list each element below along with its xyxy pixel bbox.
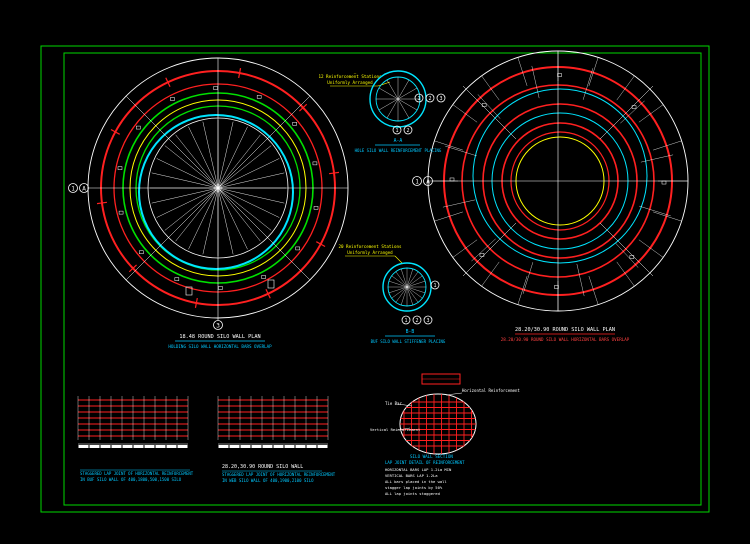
left-plan-dimension-marks [96,67,340,309]
right-plan-axis-a-bubble [423,176,433,186]
svg-text:3: 3 [426,318,429,324]
right-plan-axis-1-bubble [412,176,422,186]
svg-text:ALL bars placed in the wall: ALL bars placed in the wall [385,479,447,484]
left-section-strip [77,396,189,448]
left-plan-axis-a-bubble [79,183,89,193]
left-plan-axis-bottom-label: 3 [216,323,220,330]
right-plan-caption: 28.20/30.90 ROUND SILO WALL PLAN [515,327,615,333]
ellipse-note-title: LAP JOINT DETAIL OF REINFORCEMENT [385,460,465,465]
svg-text:VERTICAL BARS LAP 1.2La: VERTICAL BARS LAP 1.2La [385,473,438,478]
left-plan-axes [88,58,348,320]
right-silo-plan: A 1 28.20/30.90 ROUND SILO WALL PLAN 28.… [412,50,689,342]
outer-frame [40,45,710,513]
right-plan-axis-1-label: 1 [415,179,419,186]
left-plan-axis-1-label: 1 [71,186,75,193]
middle-section-subcaption: IN WEB SILO WALL OF 400,1900,2100 SILO [222,478,314,483]
svg-text:1: 1 [404,318,407,324]
left-silo-plan: A 1 3 18.48 ROUND SILO WALL PLAN HOLDING… [68,57,349,349]
left-section-subcaption: IN BUF SILO WALL OF 400,1800,500,1500 SI… [80,477,182,482]
svg-text:2: 2 [415,318,418,324]
top-detail-caption: HOLE SILO WALL REINFORCEMENT PLACING [355,148,442,153]
svg-text:1: 1 [433,283,436,289]
svg-text:ALL lap joints staggered: ALL lap joints staggered [385,491,440,496]
right-plan-subcaption: 28.20/30.90 ROUND SILO WALL HORIZONTAL B… [501,337,630,342]
inner-frame [63,52,702,506]
ellipse-label-bottom: Vertical Reinforcement [370,427,420,432]
wall-section-ellipse-detail: Horizontal Reinforcement Tie Bar Vertica… [370,373,520,496]
top-detail-note2: Uniformly Arranged [327,80,373,85]
right-plan-dimension-marks [442,65,674,297]
right-plan-axes [432,51,688,311]
svg-text:1: 1 [395,128,398,134]
middle-section-caption: STAGGERED LAP JOINT OF HORIZONTAL REINFO… [222,472,336,477]
svg-text:3: 3 [439,96,442,102]
bottom-detail-note1: 20 Reinforcement Stations [338,244,402,249]
top-detail-label: A-A [394,138,403,144]
bottom-small-detail: 20 Reinforcement Stations Uniformly Arra… [338,244,445,344]
bottom-detail-label: B-B [406,329,415,335]
middle-section-strip [217,396,329,448]
right-plan-cyan-ring-1 [472,88,648,264]
bottom-detail-caption: BUF SILO WALL STIFFENER PLACING [371,339,446,344]
bottom-detail-note2: Uniformly Arranged [347,250,393,255]
left-plan-cyan-ring [138,114,294,270]
top-small-detail: — 12 Reinforcement Stations Uniformly Ar… [318,70,446,153]
svg-text:1: 1 [417,96,420,102]
ellipse-caption: SILO WALL SECTION [410,454,453,459]
left-plan-caption: 18.48 ROUND SILO WALL PLAN [179,334,260,340]
right-plan-axis-a-label: A [426,179,430,186]
top-detail-note1: 12 Reinforcement Stations [318,74,382,79]
left-plan-subcaption: HOLDING SILO WALL HORIZONTAL BARS OVERLA… [168,344,272,349]
middle-section-title: 28.20,30.90 ROUND SILO WALL [222,464,303,470]
left-plan-axis-a-label: A [82,186,86,193]
svg-text:2: 2 [406,128,409,134]
ellipse-label-top: Horizontal Reinforcement [462,388,520,393]
svg-text:stagger lap joints by 50%: stagger lap joints by 50% [385,485,443,490]
left-section-caption: STAGGERED LAP JOINT OF HORIZONTAL REINFO… [80,471,194,476]
ellipse-label-side: Tie Bar [385,401,402,406]
left-plan-axis-1-bubble [68,183,78,193]
svg-text:HORIZONTAL BARS LAP 1.2La MIN: HORIZONTAL BARS LAP 1.2La MIN [385,467,452,472]
top-detail-marker-text: — [354,70,357,75]
bottom-detail-ring-outer [382,262,432,312]
left-plan-axis-bottom-bubble [213,320,223,330]
svg-text:2: 2 [428,96,431,102]
